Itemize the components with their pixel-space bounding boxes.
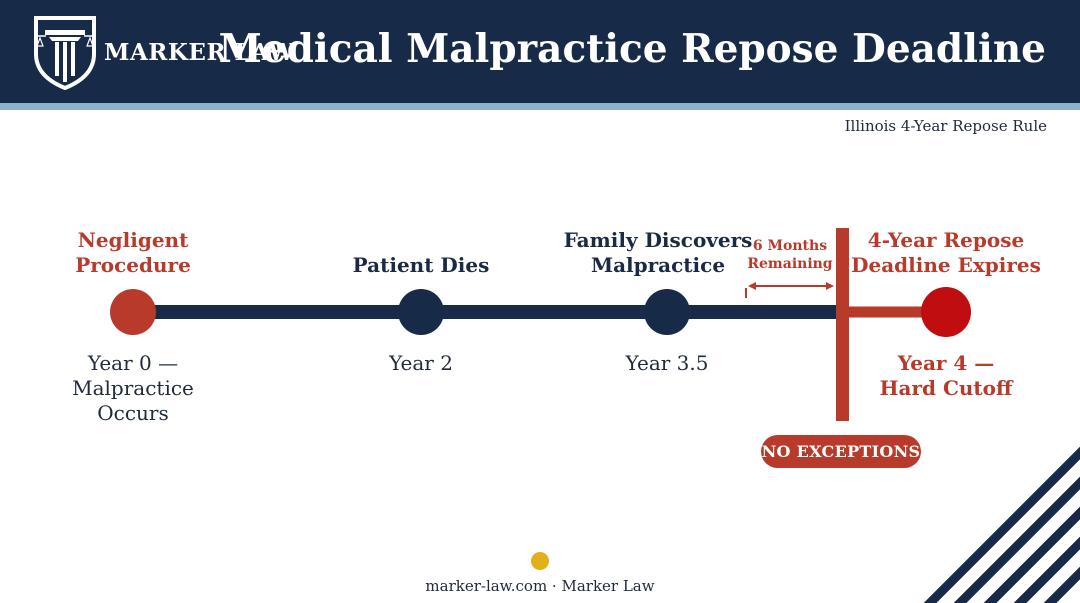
cutoff-line: [836, 228, 849, 421]
event-date-year-0: Year 0 — Malpractice Occurs: [72, 351, 194, 425]
header-bar: [0, 0, 1080, 103]
event-title-patient-dies: Patient Dies: [352, 253, 490, 277]
milestone-marker-2: [644, 289, 690, 335]
event-date-year-3-5: Year 3.5: [625, 351, 709, 375]
milestone-marker-0: [110, 289, 156, 335]
page-title: Medical Malpractice Repose Deadline: [218, 26, 1046, 72]
milestone-marker-3: [921, 287, 971, 337]
event-title-repose-deadline: 4-Year Repose Deadline Expires: [851, 228, 1041, 277]
event-title-negligent-procedure: Negligent Procedure: [75, 228, 191, 277]
pillar-scales-shield-icon: [34, 16, 96, 90]
event-date-year-4: Year 4 — Hard Cutoff: [879, 351, 1013, 400]
header-stripe: [0, 103, 1080, 110]
event-title-family-discovers: Family Discovers Malpractice: [563, 228, 753, 277]
corner-stripes: [923, 446, 1080, 603]
footer-text: marker-law.com · Marker Law: [425, 577, 655, 595]
remaining-bracket: [745, 282, 834, 298]
event-date-year-2: Year 2: [389, 351, 453, 375]
page-subtitle: Illinois 4-Year Repose Rule: [844, 117, 1047, 135]
footer-dot-icon: [531, 552, 549, 570]
milestone-marker-1: [398, 289, 444, 335]
remaining-label: 6 Months Remaining: [747, 238, 833, 272]
brand-name: MARKER LAW: [104, 39, 295, 66]
no-exceptions-badge: NO EXCEPTIONS: [761, 435, 921, 468]
